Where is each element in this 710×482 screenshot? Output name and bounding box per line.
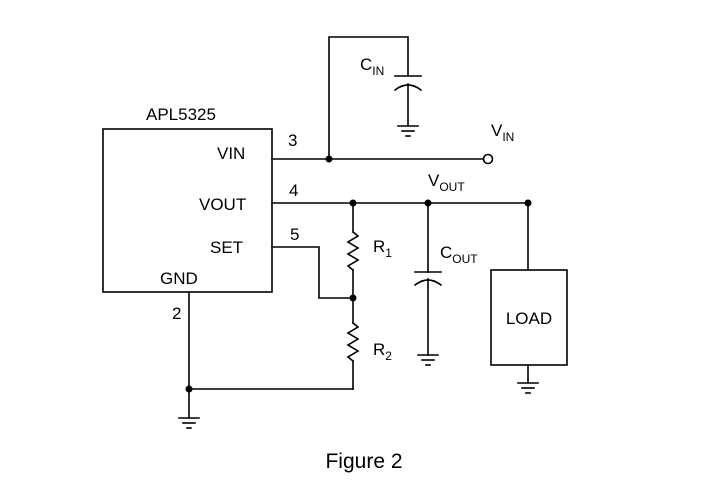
cin-ground-icon [397, 125, 419, 137]
vin-terminal [482, 153, 494, 165]
pin-vin-number: 3 [288, 131, 297, 150]
ic-body [102, 128, 273, 293]
pin-set-label: SET [210, 238, 243, 257]
gnd-junction [185, 385, 193, 393]
pin-set-number: 5 [290, 225, 299, 244]
cout-ground-icon [417, 354, 439, 366]
r2-label: R2 [373, 340, 392, 363]
load-ground-icon [517, 382, 539, 394]
r2-resistor [346, 321, 360, 363]
pin-gnd-label: GND [160, 269, 198, 288]
pin-vout-label: VOUT [199, 195, 246, 214]
vin-net-label: VIN [491, 121, 514, 144]
pin-gnd-number: 2 [172, 304, 181, 323]
pin-vout-number: 4 [289, 181, 298, 200]
r1-label: R1 [373, 237, 392, 260]
cout-label: COUT [440, 243, 478, 266]
cin-wire [328, 36, 409, 160]
cin-label: CIN [360, 55, 384, 78]
pin-vin-label: VIN [217, 144, 245, 163]
ic-name: APL5325 [146, 105, 216, 124]
ic-ground-icon [178, 417, 200, 429]
figure-caption: Figure 2 [325, 450, 402, 473]
load-label: LOAD [506, 309, 552, 328]
vout-net-label: VOUT [428, 171, 465, 194]
load-box [490, 269, 568, 366]
set-wire [271, 246, 354, 299]
r1-resistor [346, 230, 360, 272]
